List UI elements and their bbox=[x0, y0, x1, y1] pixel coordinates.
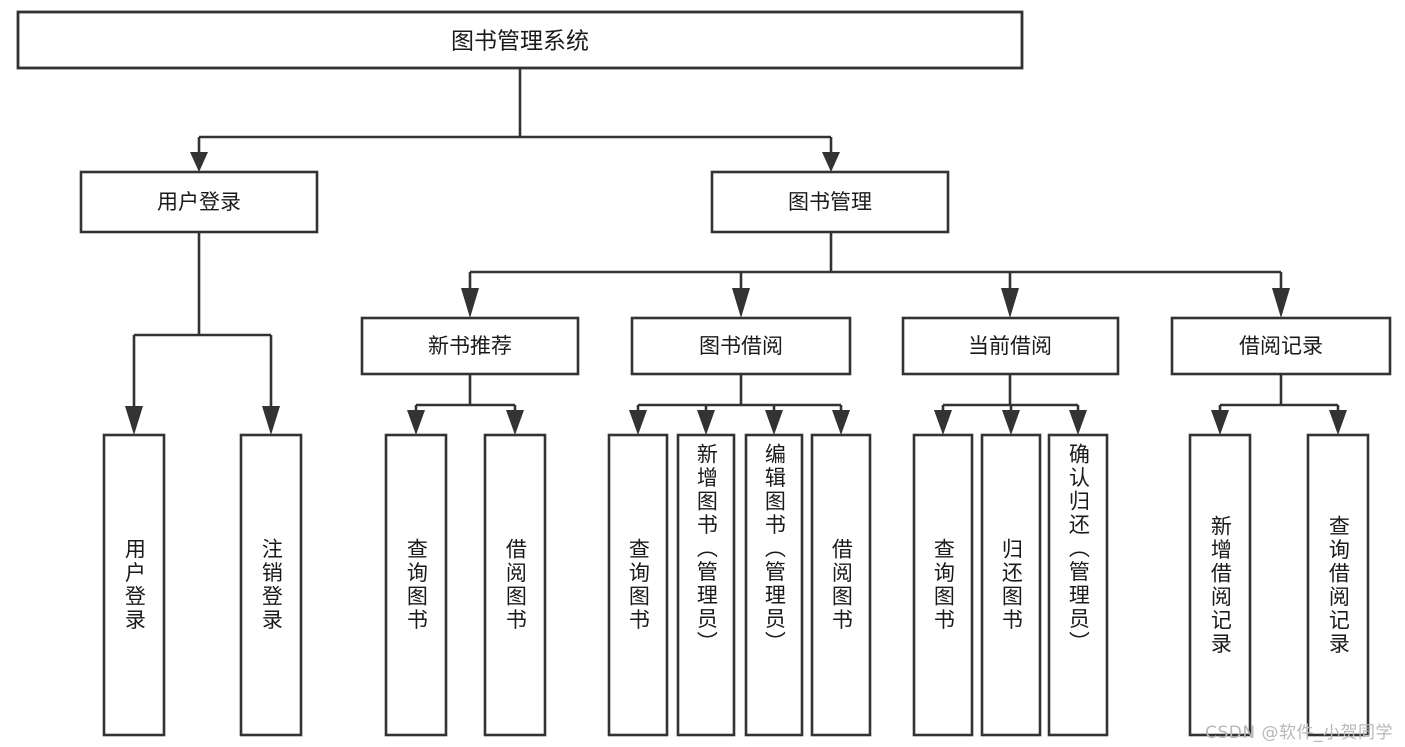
arrow-head-book-mgmt bbox=[822, 152, 840, 172]
node-borrow-record[interactable]: 借阅记录 bbox=[1170, 316, 1392, 376]
node-root[interactable]: 图书管理系统 bbox=[16, 10, 1024, 70]
leaf-box-record-add[interactable] bbox=[1188, 433, 1252, 737]
node-user-login-label: 用户登录 bbox=[157, 190, 241, 214]
leaf-box-borrow-lend[interactable] bbox=[810, 433, 872, 737]
node-root-label: 图书管理系统 bbox=[451, 29, 589, 55]
arrow-head-newbook-borrow bbox=[506, 410, 524, 435]
node-current-borrow-label: 当前借阅 bbox=[968, 334, 1052, 358]
connector-group-record bbox=[1211, 374, 1347, 435]
node-borrow-record-box[interactable] bbox=[1170, 316, 1392, 376]
node-book-management-box[interactable] bbox=[710, 170, 950, 234]
leaf-boxes bbox=[102, 433, 1370, 737]
leaf-box-logout[interactable] bbox=[239, 433, 303, 737]
leaf-box-borrow-query[interactable] bbox=[607, 433, 669, 737]
node-new-book-recommend[interactable]: 新书推荐 bbox=[360, 316, 580, 376]
arrow-head-logout-leaf bbox=[262, 406, 280, 435]
node-book-borrow[interactable]: 图书借阅 bbox=[630, 316, 852, 376]
leaf-box-borrow-add-admin[interactable] bbox=[676, 433, 736, 737]
arrow-head-borrow-edit bbox=[765, 410, 783, 435]
leaf-box-newbook-query[interactable] bbox=[384, 433, 448, 737]
node-book-management[interactable]: 图书管理 bbox=[710, 170, 950, 234]
connector-group-book-mgmt bbox=[461, 232, 1290, 318]
arrow-head-record-query bbox=[1329, 410, 1347, 435]
connector-group-user-login bbox=[125, 232, 280, 435]
leaf-box-record-query[interactable] bbox=[1306, 433, 1370, 737]
connector-group-current bbox=[934, 374, 1087, 435]
leaf-box-borrow-edit-admin[interactable] bbox=[744, 433, 804, 737]
node-book-borrow-label: 图书借阅 bbox=[699, 334, 783, 358]
node-user-login-box[interactable] bbox=[79, 170, 319, 234]
arrow-head-current bbox=[1001, 288, 1019, 318]
connector-group-root bbox=[190, 68, 840, 172]
watermark: CSDN @软件_小贺同学 bbox=[1205, 723, 1393, 743]
node-book-management-label: 图书管理 bbox=[788, 190, 872, 214]
node-user-login[interactable]: 用户登录 bbox=[79, 170, 319, 234]
connector-group-new-book bbox=[407, 374, 524, 435]
node-borrow-record-label: 借阅记录 bbox=[1239, 334, 1323, 358]
arrow-head-borrow-add bbox=[697, 410, 715, 435]
arrow-head-user-login-leaf bbox=[125, 406, 143, 435]
node-new-book-recommend-box[interactable] bbox=[360, 316, 580, 376]
arrow-head-borrow-lend bbox=[832, 410, 850, 435]
arrow-head-user-login bbox=[190, 152, 208, 172]
arrow-head-current-confirm bbox=[1069, 410, 1087, 435]
node-current-borrow-box[interactable] bbox=[901, 316, 1120, 376]
arrow-head-current-return bbox=[1002, 410, 1020, 435]
leaf-box-current-query[interactable] bbox=[912, 433, 974, 737]
node-new-book-recommend-label: 新书推荐 bbox=[428, 334, 512, 358]
leaf-box-user-login[interactable] bbox=[102, 433, 166, 737]
arrow-head-record bbox=[1272, 288, 1290, 318]
connector-group-borrow bbox=[629, 374, 850, 435]
arrow-head-current-query bbox=[934, 410, 952, 435]
node-book-borrow-box[interactable] bbox=[630, 316, 852, 376]
node-root-box[interactable] bbox=[16, 10, 1024, 70]
arrow-head-new-book bbox=[461, 288, 479, 318]
leaf-box-newbook-borrow[interactable] bbox=[483, 433, 547, 737]
node-current-borrow[interactable]: 当前借阅 bbox=[901, 316, 1120, 376]
arrow-head-borrow-query bbox=[629, 410, 647, 435]
arrow-head-newbook-query bbox=[407, 410, 425, 435]
arrow-head-record-add bbox=[1211, 410, 1229, 435]
arrow-head-borrow bbox=[732, 288, 750, 318]
leaf-box-current-return[interactable] bbox=[980, 433, 1042, 737]
leaf-box-current-confirm-admin[interactable] bbox=[1047, 433, 1109, 737]
